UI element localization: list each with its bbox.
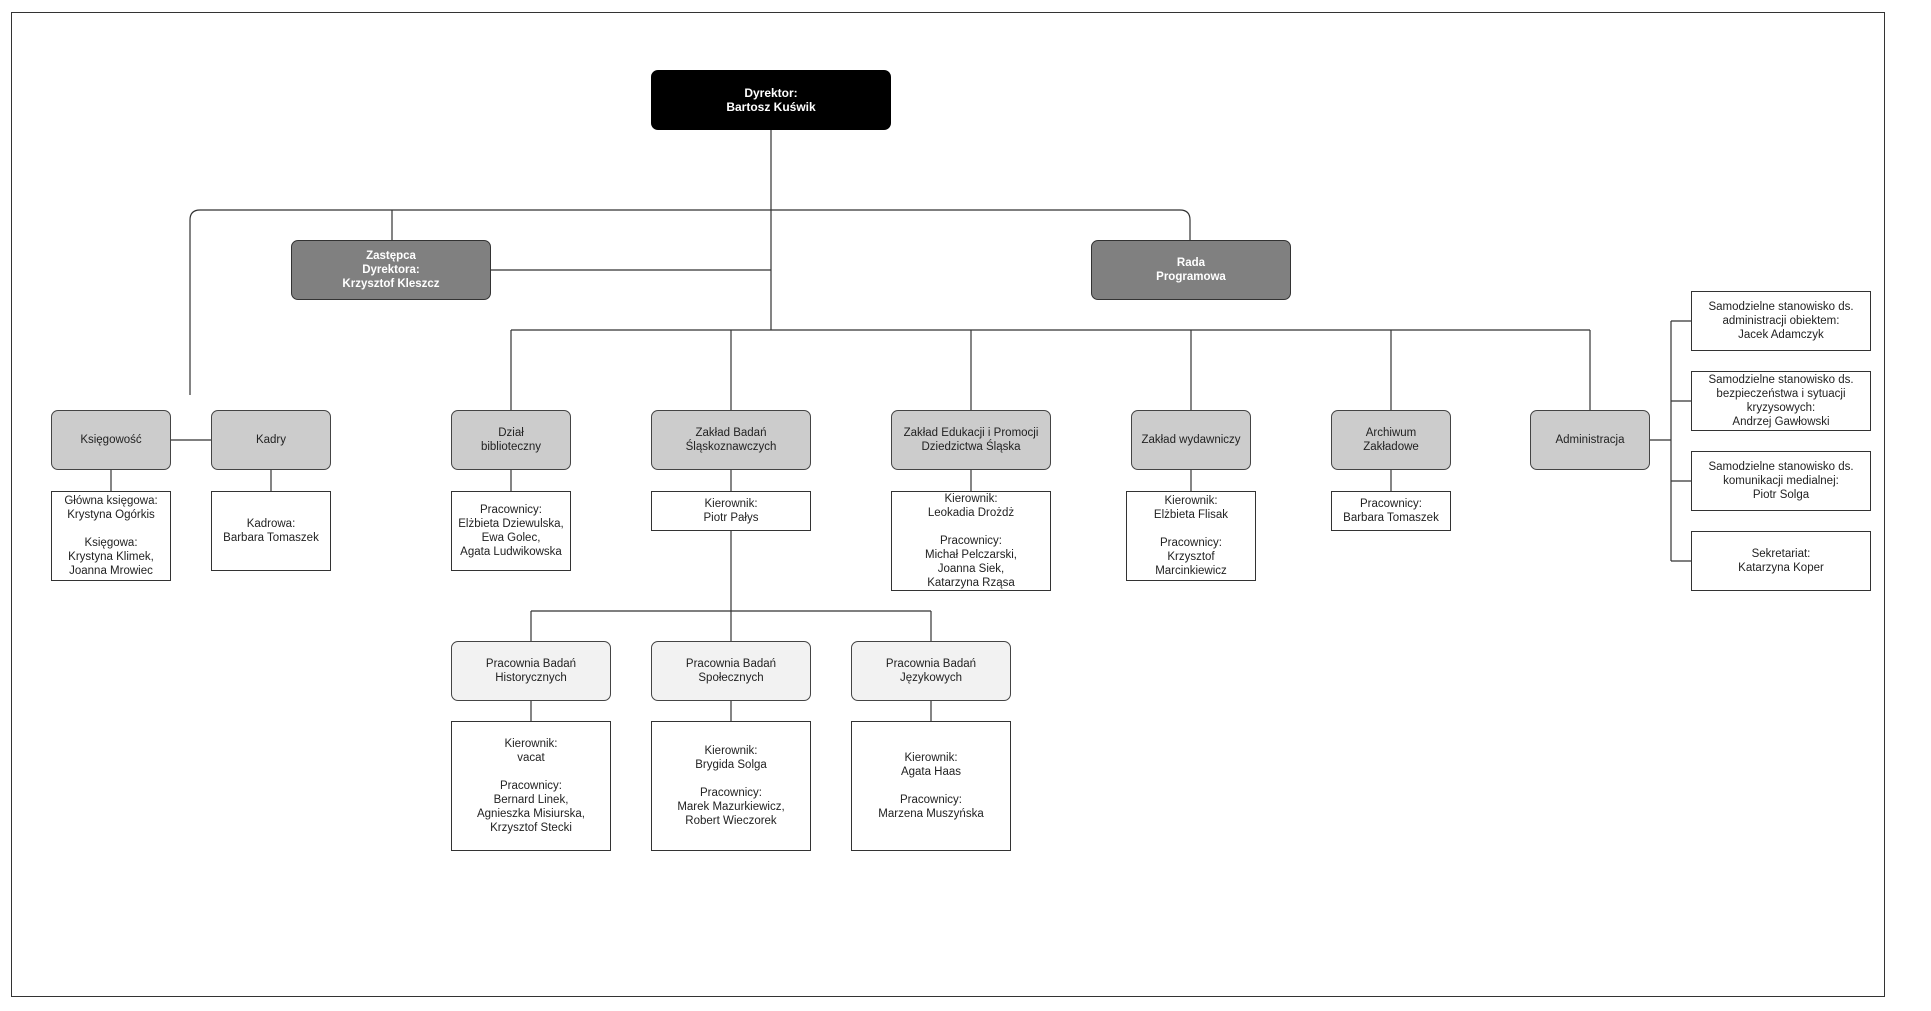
program-council-box: Rada Programowa	[1091, 240, 1291, 300]
lab-jezykowych: Pracownia Badań Językowych	[851, 641, 1011, 701]
lab-details-spolecznych: Kierownik: Brygida Solga Pracownicy: Mar…	[651, 721, 811, 851]
details-biblioteka: Pracownicy: Elżbieta Dziewulska, Ewa Gol…	[451, 491, 571, 571]
admin-position-box: Sekretariat: Katarzyna Koper	[1691, 531, 1871, 591]
dept-edukacja: Zakład Edukacji i Promocji Dziedzictwa Ś…	[891, 410, 1051, 470]
dept-wydawniczy: Zakład wydawniczy	[1131, 410, 1251, 470]
dept-administracja: Administracja	[1530, 410, 1650, 470]
director-box: Dyrektor: Bartosz Kuświk	[651, 70, 891, 130]
details-slaskoznawcze: Kierownik: Piotr Pałys	[651, 491, 811, 531]
dept-biblioteka: Dział biblioteczny	[451, 410, 571, 470]
details-edukacja: Kierownik: Leokadia Drożdż Pracownicy: M…	[891, 491, 1051, 591]
details-wydawniczy: Kierownik: Elżbieta Flisak Pracownicy: K…	[1126, 491, 1256, 581]
lab-spolecznych: Pracownia Badań Społecznych	[651, 641, 811, 701]
dept-kadry: Kadry	[211, 410, 331, 470]
diagram-frame	[11, 12, 1885, 997]
admin-position-box: Samodzielne stanowisko ds. administracji…	[1691, 291, 1871, 351]
connector-top-bar	[189, 209, 1191, 395]
admin-position-box: Samodzielne stanowisko ds. komunikacji m…	[1691, 451, 1871, 511]
dept-archiwum: Archiwum Zakładowe	[1331, 410, 1451, 470]
lab-details-jezykowych: Kierownik: Agata Haas Pracownicy: Marzen…	[851, 721, 1011, 851]
details-archiwum: Pracownicy: Barbara Tomaszek	[1331, 491, 1451, 531]
deputy-director-box: Zastępca Dyrektora: Krzysztof Kleszcz	[291, 240, 491, 300]
dept-ksiegowosc: Księgowość	[51, 410, 171, 470]
dept-slaskoznawcze: Zakład Badań Śląskoznawczych	[651, 410, 811, 470]
details-kadry: Kadrowa: Barbara Tomaszek	[211, 491, 331, 571]
admin-position-box: Samodzielne stanowisko ds. bezpieczeństw…	[1691, 371, 1871, 431]
details-ksiegowosc: Główna księgowa: Krystyna Ogórkis Księgo…	[51, 491, 171, 581]
lab-historycznych: Pracownia Badań Historycznych	[451, 641, 611, 701]
lab-details-historycznych: Kierownik: vacat Pracownicy: Bernard Lin…	[451, 721, 611, 851]
